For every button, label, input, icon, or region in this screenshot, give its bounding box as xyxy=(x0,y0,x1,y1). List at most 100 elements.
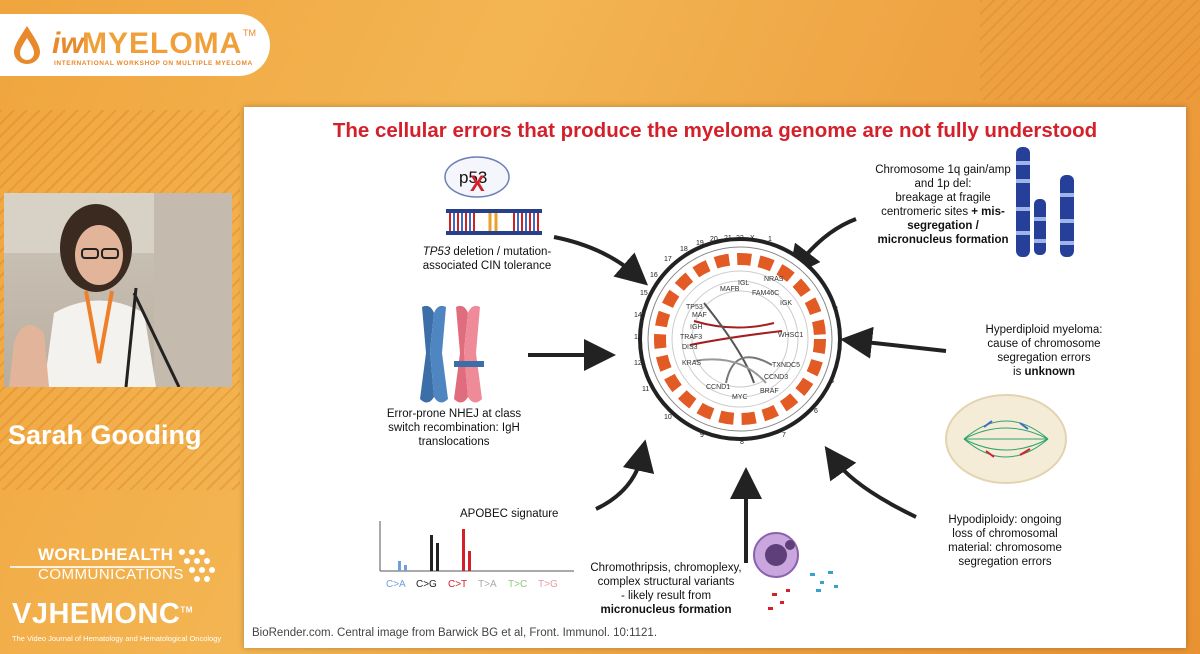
apobec-signature-chart: C>A C>G C>T T>A T>C T>G xyxy=(379,521,574,590)
gene-ccnd1: CCND1 xyxy=(706,384,730,391)
chrom-label-21: 21 xyxy=(724,235,732,242)
apobec-title: APOBEC signature xyxy=(460,508,559,520)
gene-mafb: MAFB xyxy=(720,286,740,293)
hypo-line-1: Hypodiploidy: ongoing xyxy=(948,514,1062,526)
chrom-label-4: 4 xyxy=(838,346,842,353)
nhej-line-3: translocations xyxy=(418,436,490,448)
chr1q-caption: Chromosome 1q gain/amp and 1p del: break… xyxy=(858,163,1028,247)
micronucleus-cell-icon xyxy=(753,532,838,610)
gene-braf: BRAF xyxy=(760,388,779,395)
chrom-label-3: 3 xyxy=(834,306,838,313)
chrom-label-11: 11 xyxy=(642,386,649,393)
nhej-line-1: Error-prone NHEJ at class xyxy=(386,408,522,420)
vjhemonc-tm: TM xyxy=(180,605,193,615)
arrow-hyperdiploid xyxy=(840,326,947,359)
communications-logo-text: COMMUNICATIONS xyxy=(38,566,184,583)
chrom-label-1: 1 xyxy=(768,236,772,243)
gene-dis3: DIS3 xyxy=(682,344,698,351)
arrow-hypodiploidy xyxy=(824,445,917,519)
chr1q-line-6: micronucleus formation xyxy=(877,234,1009,246)
logo-wordmark: MYELOMA xyxy=(82,27,243,60)
chrom-label-17: 17 xyxy=(664,256,672,263)
gene-maf: MAF xyxy=(692,312,707,319)
chrom-label-9: 9 xyxy=(700,432,704,439)
gene-tp53: TP53 xyxy=(686,304,703,311)
mitotic-spindle-icon xyxy=(945,394,1067,484)
hyper-line-3: segregation errors xyxy=(997,352,1091,364)
arrows-layer xyxy=(528,217,947,563)
chrom-label-20: 20 xyxy=(710,236,718,243)
drop-logo-icon xyxy=(14,26,40,64)
chr1q-line-2: and 1p del: xyxy=(914,178,972,190)
chromo-line-4: micronucleus formation xyxy=(600,604,732,616)
chromothripsis-caption: Chromothripsis, chromoplexy, complex str… xyxy=(584,561,748,617)
p53-cross-mark: X xyxy=(470,171,485,196)
hypodiploidy-caption: Hypodiploidy: ongoing loss of chromosoma… xyxy=(920,513,1090,569)
chrom-label-6: 6 xyxy=(814,408,818,415)
arrow-p53 xyxy=(553,235,649,286)
circos-genome-plot: TP53 MAF IGH TRAF3 DIS3 KRAS CCND1 MYC B… xyxy=(634,235,842,445)
p53-dna-icon: p53 X xyxy=(444,156,542,235)
hyper-line-4a: is xyxy=(1013,366,1025,378)
logo-divider xyxy=(10,566,175,568)
vjhemonc-text: VJHEMONC xyxy=(12,598,181,630)
chr1q-line-4b: + mis- xyxy=(971,206,1005,218)
hyperdiploid-caption: Hyperdiploid myeloma: cause of chromosom… xyxy=(956,323,1132,379)
chrom-label-16: 16 xyxy=(650,272,658,279)
chrom-label-2: 2 xyxy=(802,254,806,261)
logo-prefix: iw xyxy=(52,27,84,60)
apobec-label-cg: C>G xyxy=(416,579,437,590)
chr1q-line-3: breakage at fragile xyxy=(895,192,991,204)
slide-title: The cellular errors that produce the mye… xyxy=(332,119,1098,142)
chr1q-line-4a: centromeric sites xyxy=(881,206,972,218)
gene-txndc5: TXNDC5 xyxy=(772,362,800,369)
hyper-line-2: cause of chromosome xyxy=(987,338,1101,350)
vjhemonc-logo: VJHEMONCTM xyxy=(12,598,193,631)
iwmyeloma-logo: iw MYELOMA TM INTERNATIONAL WORKSHOP ON … xyxy=(0,14,270,76)
worldhealth-logo-text: WORLDHEALTH xyxy=(38,545,174,564)
chrom-label-10: 10 xyxy=(664,414,672,421)
arrow-apobec xyxy=(595,439,655,511)
p53-label: p53 xyxy=(459,168,487,187)
chrom-label-12: 12 xyxy=(634,360,642,367)
speaker-figure xyxy=(4,193,232,387)
gene-igh: IGH xyxy=(690,324,702,331)
p53-caption: TP53 deletion / mutation- associated CIN… xyxy=(392,245,582,273)
chrom-label-5: 5 xyxy=(830,378,834,385)
apobec-label-ta: T>A xyxy=(478,579,497,590)
hypo-line-2: loss of chromosomal xyxy=(952,528,1058,540)
logo-trademark: TM xyxy=(243,28,256,38)
chrom-label-22: 22 xyxy=(736,235,744,242)
gene-traf3: TRAF3 xyxy=(680,334,702,341)
chrom-label-15: 15 xyxy=(640,290,648,297)
chromo-line-3: - likely result from xyxy=(620,590,712,602)
nhej-line-2: switch recombination: IgH xyxy=(388,422,520,434)
slide-credit: BioRender.com. Central image from Barwic… xyxy=(252,627,658,639)
background-stripes-top xyxy=(980,0,1200,100)
speaker-video xyxy=(4,193,232,387)
speaker-name: Sarah Gooding xyxy=(8,420,202,450)
gene-igl: IGL xyxy=(738,280,749,287)
hyper-line-1: Hyperdiploid myeloma: xyxy=(985,324,1103,336)
p53-caption-rest: deletion / mutation- xyxy=(450,246,552,258)
apobec-label-tc: T>C xyxy=(508,579,527,590)
apobec-label-ct: C>T xyxy=(448,579,467,590)
apobec-label-tg: T>G xyxy=(538,579,558,590)
logo-subtitle: INTERNATIONAL WORKSHOP ON MULTIPLE MYELO… xyxy=(54,60,253,67)
chromo-line-1: Chromothripsis, chromoplexy, xyxy=(590,562,742,574)
worldhealth-dots-icon xyxy=(179,549,215,582)
chrom-label-14: 14 xyxy=(634,312,642,319)
vjhemonc-subtitle: The Video Journal of Hematology and Hema… xyxy=(12,634,222,643)
chr1q-line-5: segregation / xyxy=(907,220,979,232)
chrom-label-8: 8 xyxy=(740,439,744,445)
gene-kras: KRAS xyxy=(682,360,701,367)
chr1q-line-1: Chromosome 1q gain/amp xyxy=(875,164,1011,176)
gene-ccnd3: CCND3 xyxy=(764,374,788,381)
chrom-label-13: 13 xyxy=(634,334,642,341)
hyper-unknown: unknown xyxy=(1024,366,1075,378)
presentation-slide: The cellular errors that produce the mye… xyxy=(244,107,1186,648)
chrom-label-19: 19 xyxy=(696,240,704,247)
gene-myc: MYC xyxy=(732,394,748,401)
chromosome-pair-icon xyxy=(420,305,484,403)
chrom-label-x: X xyxy=(750,235,755,242)
